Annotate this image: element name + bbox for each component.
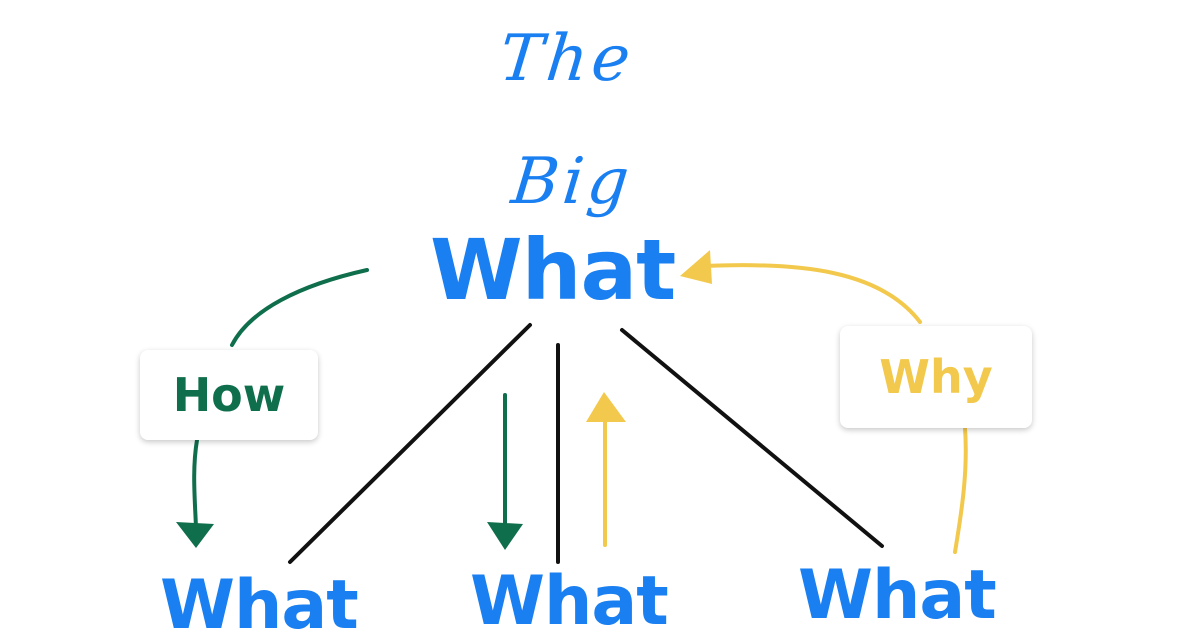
how-label-card: How [140, 350, 318, 440]
why-curve-arrow [703, 263, 968, 554]
how-curve-arrow [192, 268, 369, 530]
title-big: Big [508, 145, 637, 219]
why-label-card: Why [840, 326, 1032, 428]
down-arrowhead-icon [487, 522, 523, 550]
up-arrowhead-icon [586, 392, 626, 422]
how-arrowhead-icon [176, 522, 214, 548]
line-to-right-child [620, 328, 884, 548]
child-what-left: What [160, 566, 359, 642]
child-what-center: What [470, 562, 669, 641]
why-arrowhead-icon [680, 250, 712, 284]
title-the: The [496, 22, 638, 96]
line-to-left-child [288, 323, 532, 564]
main-what: What [430, 221, 676, 319]
child-what-right: What [798, 556, 997, 635]
